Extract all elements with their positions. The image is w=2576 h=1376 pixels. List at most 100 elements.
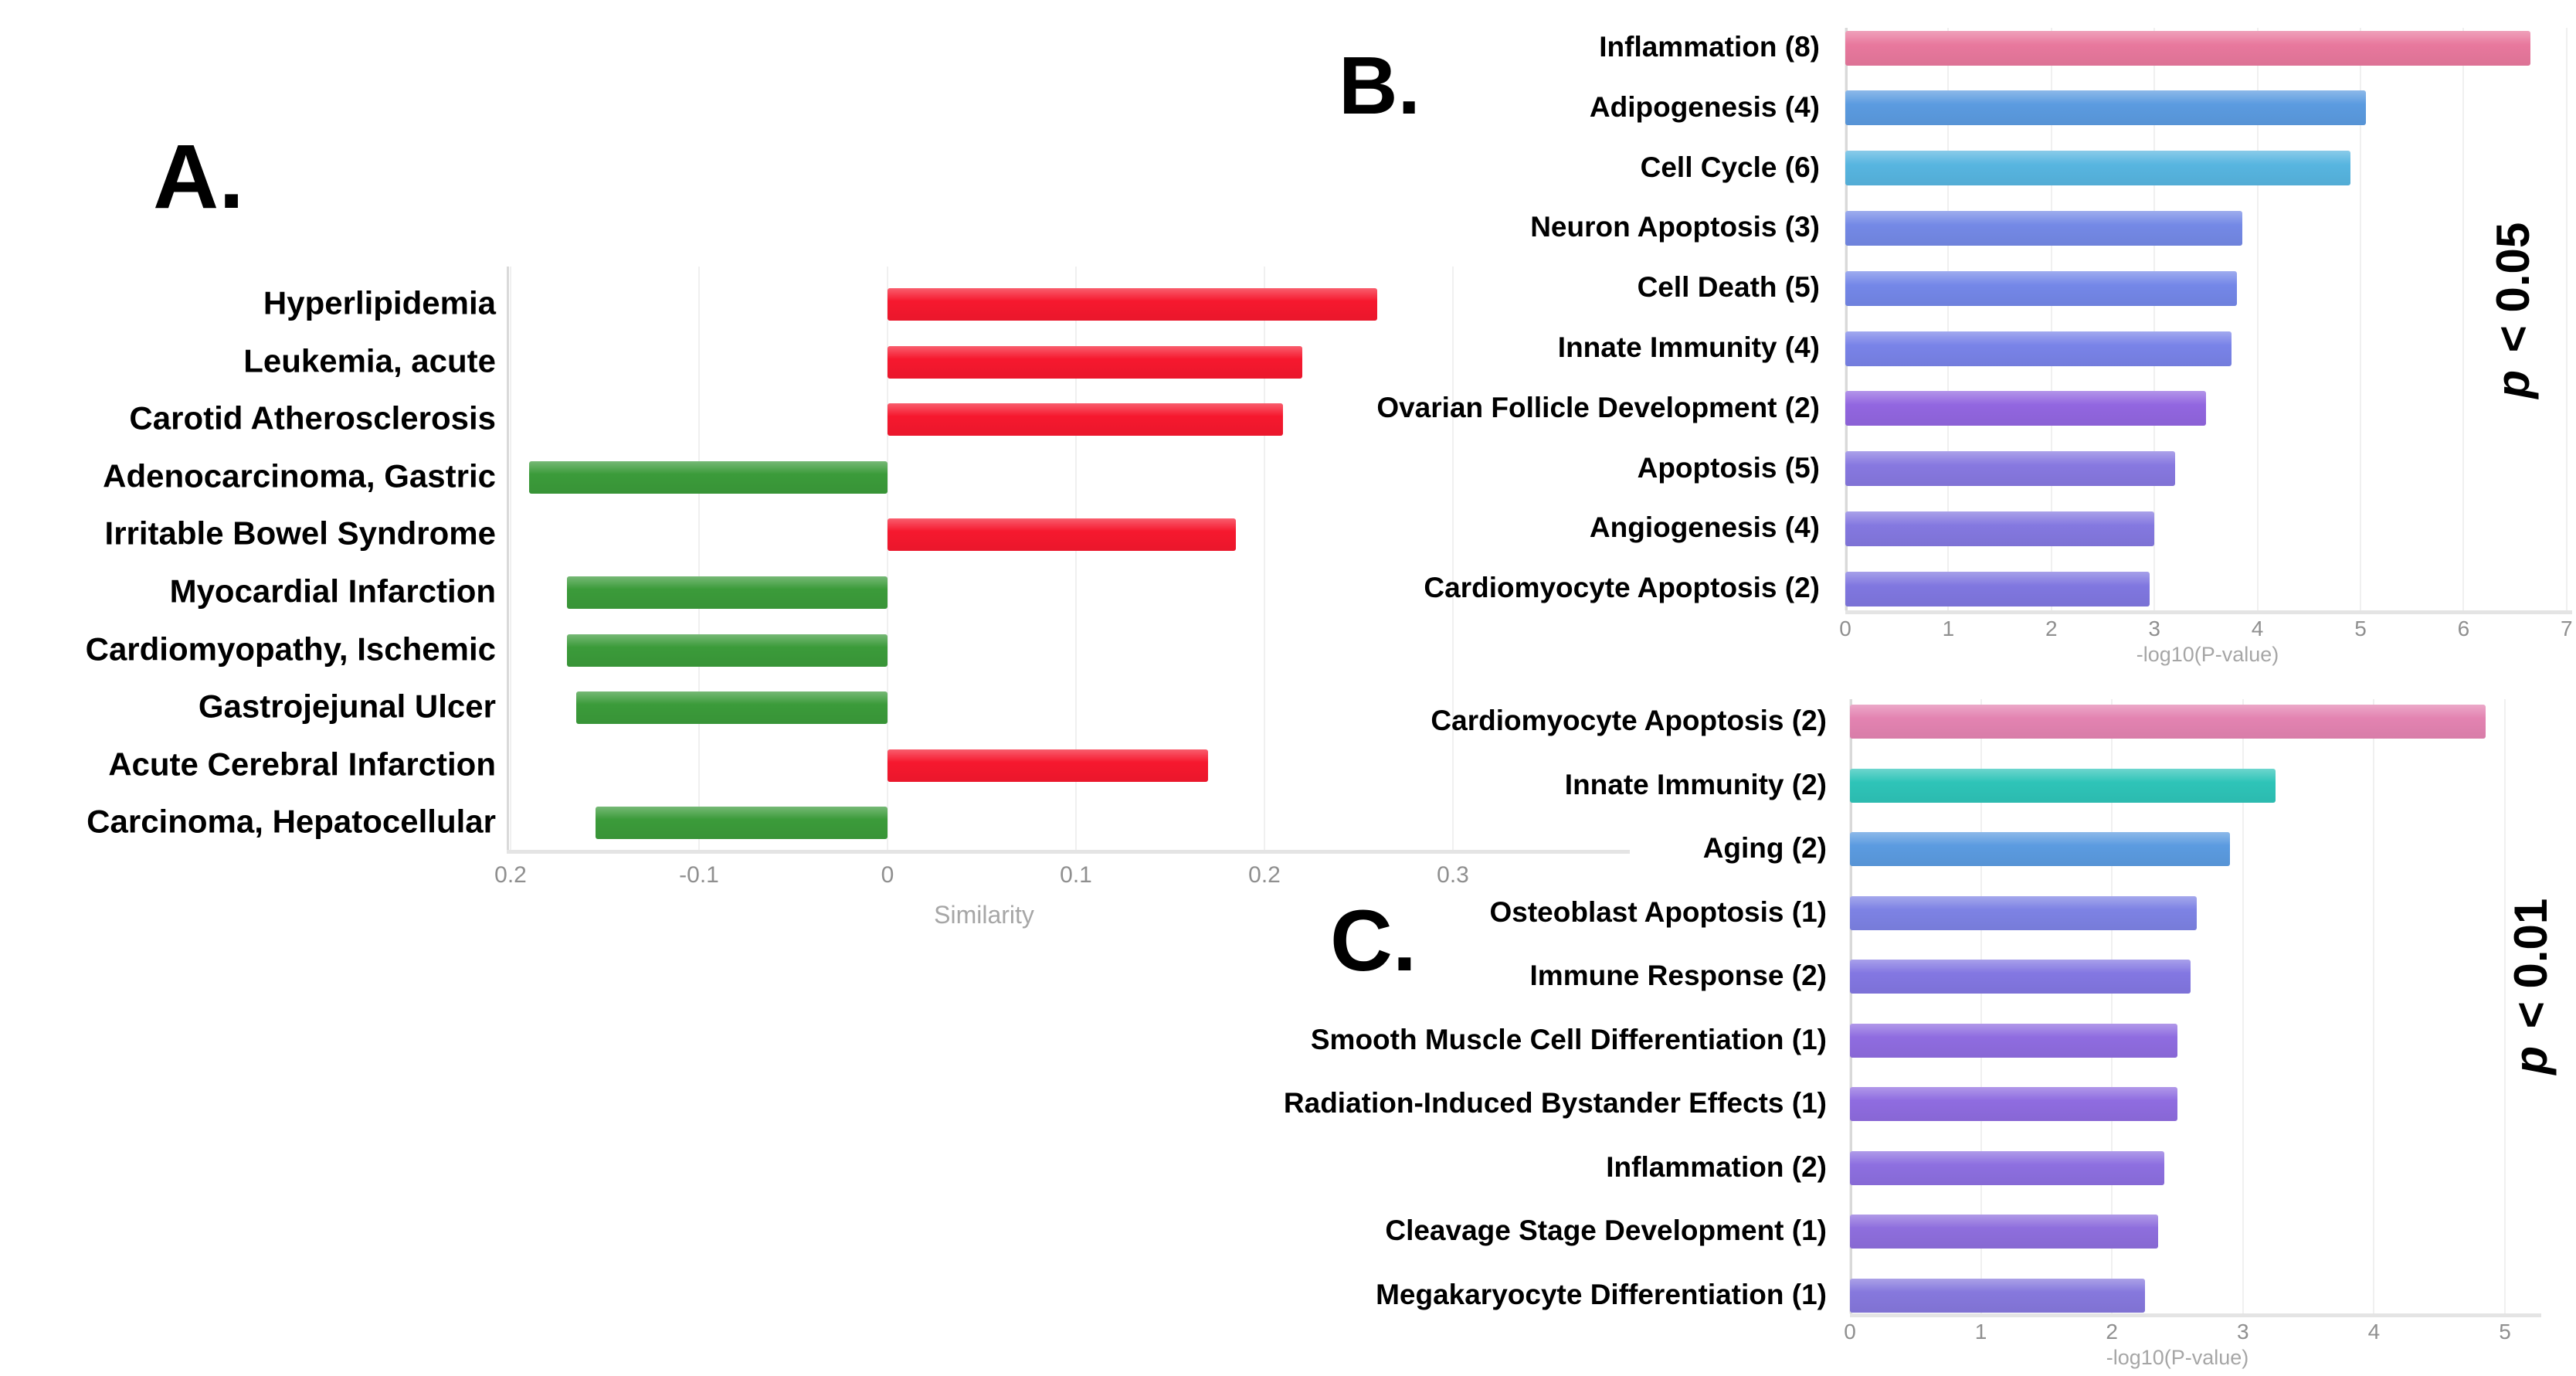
panel-a-category-label: Cardiomyopathy, Ischemic [85, 630, 496, 667]
panel-b-bar [1845, 451, 2175, 487]
panel-c-bar [1850, 1087, 2177, 1121]
panel-c-category-label: Innate Immunity (2) [1564, 768, 1827, 800]
panel-c-category-label: Megakaryocyte Differentiation (1) [1376, 1278, 1827, 1310]
panel-a-bar [529, 460, 888, 494]
panel-a-bar [567, 634, 888, 667]
panel-b-x-tick-label: 6 [2457, 617, 2470, 640]
panel-c-title: C. [1330, 892, 1417, 989]
panel-b-gridline [2462, 28, 2465, 610]
panel-b-gridline [2050, 28, 2052, 610]
panel-b-bar [1845, 210, 2242, 246]
panel-b-gridline [2565, 28, 2568, 610]
panel-b-gridline [2256, 28, 2259, 610]
panel-a-category-label: Adenocarcinoma, Gastric [103, 457, 496, 494]
panel-a-gridline [1075, 267, 1077, 850]
panel-c-bar [1850, 1278, 2145, 1313]
panel-b-x-tick-label: 0 [1839, 617, 1851, 640]
panel-b-title: B. [1339, 40, 1420, 131]
panel-a-category-label: Hyperlipidemia [263, 284, 496, 321]
p-symbol: p [2487, 369, 2539, 399]
panel-c-bar [1850, 832, 2230, 866]
panel-a-bar [888, 749, 1208, 782]
panel-a-x-tick-label: 0.2 [1248, 862, 1281, 888]
panel-b-plot-left-border [1845, 28, 1848, 610]
panel-c-gridline [2504, 699, 2506, 1313]
panel-c-gridline [2242, 699, 2244, 1313]
panel-b-category-label: Adipogenesis (4) [1589, 90, 1820, 123]
panel-c-x-tick-label: 0 [1844, 1320, 1856, 1344]
panel-b-category-label: Cardiomyocyte Apoptosis (2) [1424, 572, 1820, 604]
panel-c-category-label: Immune Response (2) [1529, 960, 1827, 992]
panel-b-category-label: Ovarian Follicle Development (2) [1376, 391, 1820, 423]
panel-b-category-label: Apoptosis (5) [1637, 451, 1820, 484]
panel-a-category-label: Myocardial Infarction [169, 572, 496, 610]
panel-b-category-label: Cell Death (5) [1637, 271, 1820, 304]
panel-c-x-axis-title: -log10(P-value) [2106, 1346, 2249, 1369]
panel-b-x-tick-label: 3 [2148, 617, 2160, 640]
panel-c-gridline [2373, 699, 2375, 1313]
panel-c-gridline [2111, 699, 2113, 1313]
panel-a-category-label: Irritable Bowel Syndrome [104, 515, 496, 552]
p-threshold: < 0.05 [2487, 222, 2539, 365]
panel-c-bar [1850, 895, 2198, 930]
panel-a-category-label: Gastrojejunal Ulcer [198, 688, 496, 725]
panel-b-x-tick-label: 1 [1942, 617, 1955, 640]
panel-a-category-label: Carcinoma, Hepatocellular [87, 803, 496, 840]
panel-a-bar [567, 576, 888, 609]
panel-a-x-tick-label: 0 [881, 862, 894, 888]
panel-c-x-tick-label: 1 [1974, 1320, 1987, 1344]
panel-a-bar [576, 691, 888, 725]
panel-c-gridline [1980, 699, 1982, 1313]
panel-a-gridline [1452, 267, 1454, 850]
panel-b-bar [1845, 511, 2155, 546]
panel-a-bar [888, 345, 1302, 379]
panel-b-x-tick-label: 7 [2561, 617, 2573, 640]
panel-b-category-label: Neuron Apoptosis (3) [1530, 211, 1820, 243]
panel-c-bar [1850, 1150, 2165, 1185]
panel-a-category-label: Leukemia, acute [243, 341, 496, 379]
panel-c-bar [1850, 1023, 2177, 1058]
panel-c-bar [1850, 1215, 2158, 1249]
panel-a-title: A. [153, 126, 244, 228]
panel-b-bar [1845, 391, 2206, 426]
panel-b-gridline [2153, 28, 2156, 610]
panel-a-x-tick-label: 0.2 [494, 862, 527, 888]
panel-a-x-axis-title: Similarity [934, 901, 1034, 929]
panel-c-category-label: Osteoblast Apoptosis (1) [1489, 895, 1827, 928]
panel-c-x-tick-label: 4 [2367, 1320, 2381, 1344]
panel-b-category-label: Inflammation (8) [1599, 31, 1820, 63]
panel-a-gridline [887, 267, 888, 850]
panel-c-category-label: Smooth Muscle Cell Differentiation (1) [1310, 1023, 1827, 1055]
panel-a-gridline [510, 267, 511, 850]
panel-c-plot-left-border [1850, 699, 1852, 1313]
panel-c-bar [1850, 705, 2486, 739]
panel-a-x-tick-label: 0.1 [1060, 862, 1092, 888]
panel-b-bar [1845, 331, 2232, 366]
panel-b-bar [1845, 270, 2237, 306]
panel-a-bar [888, 288, 1378, 321]
panel-c-x-tick-label: 5 [2499, 1320, 2511, 1344]
panel-a-x-tick-label: 0.3 [1437, 862, 1469, 888]
panel-a-x-axis-line [507, 850, 1630, 854]
panel-a-category-label: Acute Cerebral Infarction [108, 746, 496, 783]
panel-b-bar [1845, 90, 2366, 126]
panel-c-category-label: Radiation-Induced Bystander Effects (1) [1283, 1087, 1827, 1119]
panel-a-plot-left-border [507, 267, 509, 850]
panel-b-bar [1845, 151, 2350, 186]
panel-c-x-tick-label: 2 [2106, 1320, 2118, 1344]
panel-c-significance-label: p < 0.01 [2462, 899, 2576, 1126]
panel-c-bar [1850, 768, 2276, 803]
panel-b-bar [1845, 30, 2531, 66]
panel-b-gridline [2360, 28, 2361, 610]
panel-c-category-label: Inflammation (2) [1606, 1150, 1827, 1183]
panel-b-bar [1845, 571, 2150, 606]
panel-b-category-label: Cell Cycle (6) [1640, 151, 1820, 183]
panel-b-x-tick-label: 5 [2354, 617, 2367, 640]
panel-c-category-label: Cleavage Stage Development (1) [1385, 1215, 1827, 1247]
panel-c-x-axis-line [1850, 1313, 2541, 1317]
panel-a-bar [888, 403, 1284, 437]
panel-b-category-label: Innate Immunity (4) [1557, 331, 1820, 364]
panel-a-gridline [1264, 267, 1265, 850]
panel-a-bar [595, 807, 888, 840]
